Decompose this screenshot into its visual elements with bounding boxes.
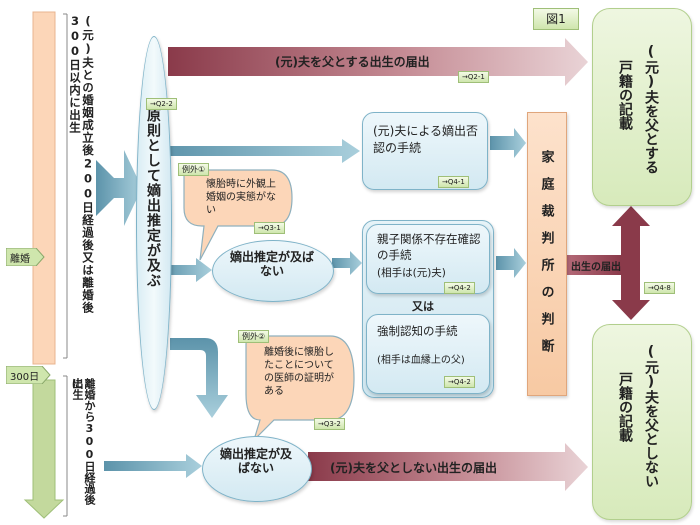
exception2-label: 例外② bbox=[238, 330, 270, 343]
parent-child-text: 親子関係不存在確認の手続 bbox=[377, 232, 481, 262]
timeline-bar-upper bbox=[32, 11, 56, 365]
forced-tag: →Q4-2 bbox=[444, 376, 475, 388]
exception2-tag: →Q3-2 bbox=[314, 418, 345, 430]
court-text: 家庭裁判所の判断 bbox=[538, 150, 554, 366]
not-presumed-2-ellipse bbox=[202, 436, 312, 502]
birth-report-tag: →Q4-8 bbox=[644, 282, 675, 294]
court-box bbox=[527, 112, 567, 396]
register-top-line2: 戸籍の記載 bbox=[617, 60, 633, 130]
denial-box: (元)夫による嫡出否認の手続 bbox=[362, 112, 488, 190]
birth-report-text: 出生の届出 bbox=[571, 262, 621, 273]
day300-label: 300日 bbox=[10, 372, 40, 383]
register-top-line1: (元)夫を父とする bbox=[643, 44, 659, 174]
bottom-arrow bbox=[308, 443, 588, 491]
register-bottom-box bbox=[592, 324, 692, 520]
not-presumed-1-ellipse bbox=[212, 240, 334, 302]
timeline-bar-lower bbox=[23, 379, 65, 519]
divorce-label: 離婚 bbox=[10, 254, 30, 265]
principle-tag: →Q2-2 bbox=[146, 98, 177, 110]
principle-text: 原則として嫡出推定が及ぶ bbox=[145, 108, 161, 288]
or-text: 又は bbox=[412, 300, 434, 313]
forced-text: 強制認知の手続 bbox=[377, 324, 458, 338]
day300-marker: 300日 bbox=[6, 366, 51, 384]
forced-sub: (相手は血縁上の父) bbox=[377, 355, 465, 366]
denial-tag: →Q4-1 bbox=[438, 176, 469, 188]
top-arrow-text: (元)夫を父とする出生の届出 bbox=[275, 55, 430, 69]
register-bottom-line2: 戸籍の記載 bbox=[617, 372, 633, 442]
parent-child-sub: (相手は(元)夫) bbox=[377, 267, 446, 279]
birth-report-arrow bbox=[566, 255, 621, 275]
chevron-arrow bbox=[96, 150, 142, 226]
top-arrow-tag: →Q2-1 bbox=[458, 71, 489, 83]
not-presumed-1-text: 嫡出推定が及ばない bbox=[229, 250, 314, 278]
denial-text: (元)夫による嫡出否認の手続 bbox=[373, 124, 479, 155]
bottom-arrow-text: (元)夫を父としない出生の届出 bbox=[330, 461, 497, 475]
exception1-tag: →Q3-1 bbox=[254, 222, 285, 234]
figure-label: 図1 bbox=[533, 8, 579, 30]
bent-arrow bbox=[170, 338, 228, 418]
exception1-label: 例外① bbox=[178, 163, 210, 176]
not-presumed-2-text: 嫡出推定が及ばない bbox=[219, 447, 292, 475]
timeline-after-text-2: 出生 bbox=[71, 378, 84, 400]
divorce-marker: 離婚 bbox=[6, 248, 45, 266]
exception1-text: 懐胎時に外観上婚姻の実態がない bbox=[206, 179, 276, 216]
timeline-after-text-1: 離婚から300日経過後に bbox=[70, 378, 96, 505]
timeline-within-text: (元)夫との婚姻成立後200日経過後又は離婚後300日以内に出生 bbox=[68, 14, 95, 314]
register-bottom-line1: (元)夫を父としない bbox=[643, 344, 659, 488]
parent-child-tag: →Q4-2 bbox=[444, 282, 475, 294]
exception2-text: 離婚後に懐胎したことについての医師の証明がある bbox=[264, 347, 334, 397]
register-top-box bbox=[592, 8, 692, 206]
